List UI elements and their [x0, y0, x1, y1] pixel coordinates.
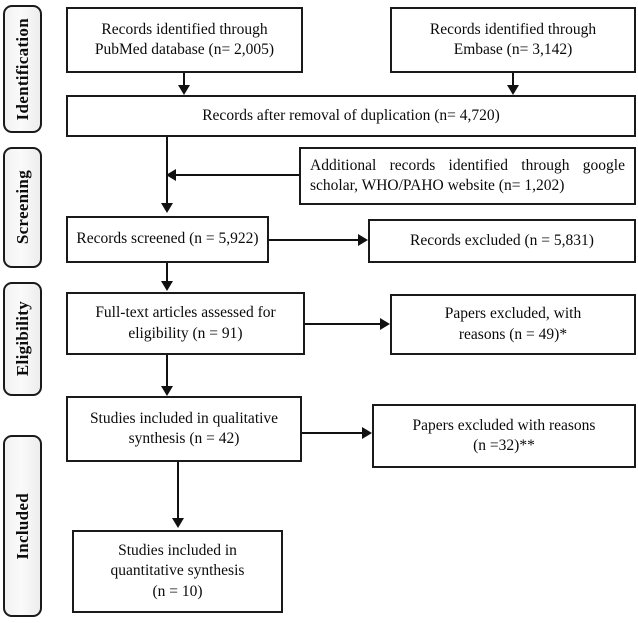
box-fulltext-assessed-line1: Full-text articles assessed for: [95, 304, 276, 322]
box-quantitative-synthesis-text: Studies included in quantitative synthes…: [111, 541, 245, 602]
box-quantitative-synthesis-line2: quantitative synthesis: [110, 562, 245, 580]
box-papers-excluded-reasons: Papers excluded, with reasons (n = 49)*: [390, 294, 636, 355]
box-quantitative-synthesis-line1: Studies included in: [118, 541, 237, 559]
connector-fulltext-to-papers-excluded: [305, 323, 380, 325]
box-records-screened: Records screened (n = 5,922): [66, 216, 269, 263]
arrowhead-embase-to-duplication: [507, 85, 519, 95]
box-additional-records-text: Additional records identified through go…: [310, 157, 625, 195]
arrowhead-fulltext-to-qualitative: [161, 386, 173, 396]
box-records-screened-text: Records screened (n = 5,922): [76, 230, 259, 248]
box-fulltext-assessed-text: Full-text articles assessed for eligibil…: [95, 303, 275, 344]
connector-embase-to-duplication: [512, 73, 514, 87]
box-records-embase: Records identified through Embase (n= 3,…: [390, 7, 636, 73]
box-records-embase-line2: Embase (n= 3,142): [453, 41, 573, 58]
stage-label-screening-text: Screening: [12, 170, 32, 245]
stage-label-included-text: Included: [12, 492, 32, 560]
box-additional-records: Additional records identified through go…: [299, 147, 636, 205]
arrowhead-qualitative-to-papers-excluded-2: [362, 427, 372, 439]
box-qualitative-synthesis-line2: synthesis (n = 42): [128, 430, 240, 447]
box-papers-excluded-reasons-2-text: Papers excluded with reasons (n =32)**: [413, 416, 596, 457]
box-records-pubmed: Records identified through PubMed databa…: [66, 7, 303, 73]
box-qualitative-synthesis-line1: Studies included in qualitative: [89, 409, 279, 427]
box-records-excluded: Records excluded (n = 5,831): [368, 219, 636, 263]
box-records-pubmed-line1: Records identified through: [101, 20, 268, 38]
connector-fulltext-to-qualitative: [166, 355, 168, 387]
arrowhead-qualitative-to-quantitative: [172, 518, 184, 528]
box-records-embase-line1: Records identified through: [429, 20, 597, 38]
box-records-pubmed-line2: PubMed database (n= 2,005): [94, 41, 275, 58]
connector-additional-to-spine: [176, 174, 299, 176]
box-papers-excluded-reasons-2-line1: Papers excluded with reasons: [412, 416, 596, 434]
connector-qualitative-to-quantitative: [177, 462, 179, 520]
box-papers-excluded-reasons-text: Papers excluded, with reasons (n = 49)*: [445, 304, 581, 345]
connector-qualitative-to-papers-excluded-2: [302, 432, 362, 434]
box-qualitative-synthesis-text: Studies included in qualitative synthesi…: [90, 409, 278, 450]
box-records-pubmed-text: Records identified through PubMed databa…: [95, 20, 274, 61]
box-quantitative-synthesis: Studies included in quantitative synthes…: [72, 530, 283, 613]
connector-screened-to-excluded: [269, 239, 358, 241]
arrowhead-screened-to-excluded: [358, 234, 368, 246]
stage-label-identification: Identification: [3, 5, 42, 133]
stage-label-included: Included: [3, 435, 42, 617]
box-qualitative-synthesis: Studies included in qualitative synthesi…: [66, 396, 302, 462]
box-records-after-duplication: Records after removal of duplication (n=…: [66, 95, 636, 137]
box-fulltext-assessed: Full-text articles assessed for eligibil…: [66, 292, 305, 355]
connector-pubmed-to-duplication: [183, 73, 185, 87]
arrowhead-additional-to-spine: [166, 169, 176, 181]
connector-screened-to-fulltext: [166, 263, 168, 282]
box-quantitative-synthesis-line3: (n = 10): [152, 582, 203, 600]
arrowhead-screened-to-fulltext: [161, 281, 173, 291]
stage-label-identification-text: Identification: [12, 17, 32, 121]
box-records-after-duplication-text: Records after removal of duplication (n=…: [202, 106, 500, 124]
arrowhead-pubmed-to-duplication: [178, 85, 190, 95]
box-papers-excluded-reasons-line2: reasons (n = 49)*: [458, 325, 568, 343]
arrowhead-duplication-to-screened: [161, 203, 173, 213]
arrowhead-fulltext-to-papers-excluded: [380, 318, 390, 330]
box-fulltext-assessed-line2: eligibility (n = 91): [128, 324, 243, 342]
box-papers-excluded-reasons-2: Papers excluded with reasons (n =32)**: [372, 404, 636, 468]
box-papers-excluded-reasons-2-line2: (n =32)**: [473, 437, 535, 454]
box-papers-excluded-reasons-line1: Papers excluded, with: [444, 305, 582, 323]
box-records-embase-text: Records identified through Embase (n= 3,…: [430, 20, 596, 61]
box-records-excluded-text: Records excluded (n = 5,831): [410, 231, 594, 249]
stage-label-screening: Screening: [3, 147, 42, 268]
stage-label-eligibility: Eligibility: [3, 282, 42, 396]
stage-label-eligibility-text: Eligibility: [12, 301, 32, 377]
